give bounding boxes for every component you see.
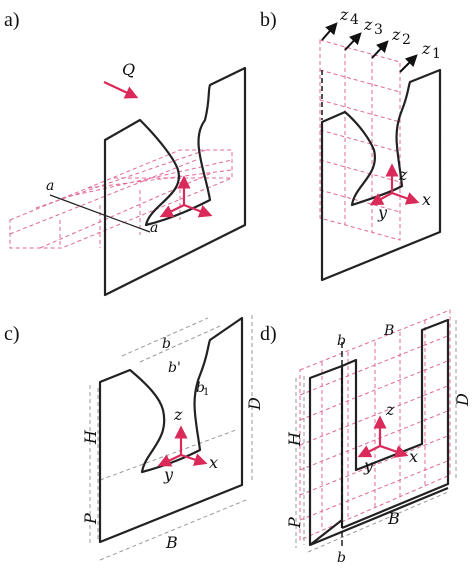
axis-x-d xyxy=(379,444,409,458)
axis-y-d-label: y xyxy=(363,456,374,475)
dim-P-d-label: P xyxy=(285,517,304,529)
panel-a: a) a a Q xyxy=(4,9,247,297)
axis-y-b-label: y xyxy=(377,203,388,222)
bottom-edge-c xyxy=(99,484,243,543)
depth-arrows xyxy=(321,22,418,73)
dim-D-label: D xyxy=(245,397,264,411)
panel-c: c) b b' b 1 H P B D z x y xyxy=(4,315,264,561)
dim-B-d-label: B xyxy=(387,509,400,528)
dimension-lines-d xyxy=(295,320,457,553)
wall-outline xyxy=(103,66,247,297)
dim-H-d-label: H xyxy=(285,431,304,447)
axis-x-a xyxy=(183,203,213,218)
axis-x-c-label: x xyxy=(209,453,218,472)
axis-y-c-label: y xyxy=(163,465,174,484)
section-line xyxy=(49,194,151,233)
dim-D-d-label: D xyxy=(453,393,472,407)
z2-label: z xyxy=(391,25,401,44)
vertical-grid xyxy=(319,39,401,241)
axis-y-b xyxy=(369,192,393,206)
axis-x-b-label: x xyxy=(422,190,431,209)
section-a-bottom: a xyxy=(150,220,158,236)
z4-sub: 4 xyxy=(350,12,359,28)
wall-outline-d-main xyxy=(340,318,450,530)
panel-d-label: d) xyxy=(260,323,277,345)
dim-b-label: b xyxy=(162,336,171,352)
wall-edge-d xyxy=(309,486,449,547)
axis-x-d-label: x xyxy=(409,447,418,466)
panel-b: b) z 4 z 3 z 2 z 1 z x y xyxy=(260,5,442,282)
dim-B-label: B xyxy=(165,533,178,552)
dim-B-top-label: B xyxy=(383,323,394,339)
dimension-lines-c xyxy=(89,315,253,561)
axis-y-a xyxy=(159,204,185,218)
floor-grid xyxy=(9,149,233,249)
z4-label: z xyxy=(339,5,349,24)
dim-b1-label: b xyxy=(196,380,205,396)
section-a-top: a xyxy=(46,178,54,194)
flow-label: Q xyxy=(122,60,135,79)
wall-outline-c xyxy=(98,316,244,544)
axis-z-c-label: z xyxy=(173,405,183,424)
panel-c-label: c) xyxy=(4,323,20,345)
z1-label: z xyxy=(421,39,431,58)
panel-d: d) b b B H P B D z x y xyxy=(260,309,472,566)
dim-b-top-label: b xyxy=(337,333,346,349)
axis-x-c xyxy=(180,453,208,466)
dim-b-prime-label: b' xyxy=(168,360,181,376)
axis-y-d xyxy=(357,445,381,458)
axis-y-c xyxy=(157,454,182,467)
z3-label: z xyxy=(363,15,373,34)
dim-H-label: H xyxy=(81,429,100,445)
dim-b-bot-label: b xyxy=(337,550,346,566)
axis-z-d-label: z xyxy=(385,400,395,419)
wall-outline-d xyxy=(308,364,344,547)
dim-b1-sub: 1 xyxy=(203,387,209,398)
wall-outline-b xyxy=(320,68,442,282)
z2-sub: 2 xyxy=(402,32,411,48)
flow-arrow xyxy=(103,81,139,99)
dim-P-label: P xyxy=(81,513,100,525)
wall-grid-d xyxy=(299,309,451,541)
panel-b-label: b) xyxy=(260,9,277,31)
axis-z-b-label: z xyxy=(398,165,408,184)
panel-a-label: a) xyxy=(4,9,20,31)
z3-sub: 3 xyxy=(374,22,383,38)
z1-sub: 1 xyxy=(432,46,441,62)
axis-x-b xyxy=(391,191,420,205)
